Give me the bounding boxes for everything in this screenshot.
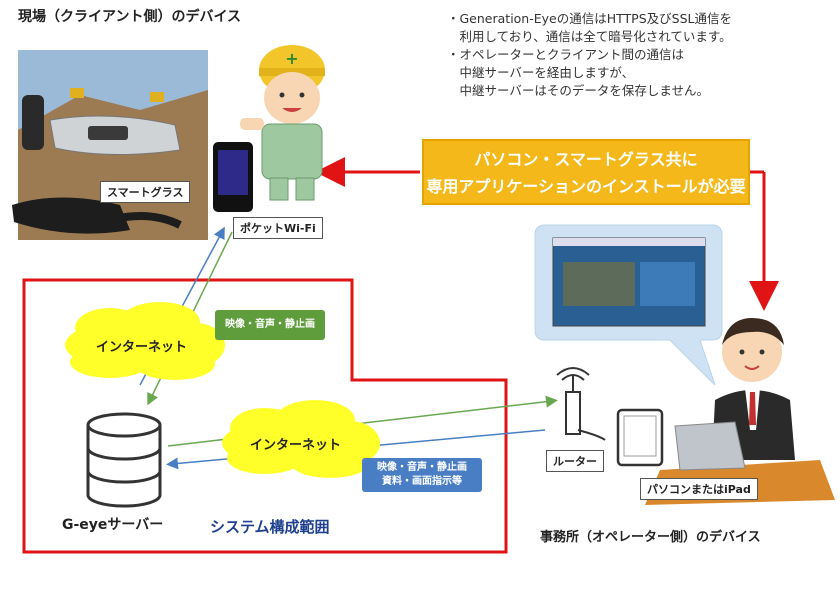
- operator-illustration: [645, 318, 835, 505]
- pc-ipad-label: パソコンまたはiPad: [640, 478, 758, 500]
- smartglass-label: スマートグラス: [100, 181, 191, 203]
- svg-text:+: +: [285, 49, 298, 68]
- server-label: G-eyeサーバー: [62, 517, 164, 533]
- note-line: 中継サーバーを経由しますが、: [447, 65, 635, 80]
- system-scope-label: システム構成範囲: [210, 518, 330, 536]
- install-banner-line1: パソコン・スマートグラス共に: [474, 150, 698, 169]
- note-line: 利用しており、通信は全て暗号化されています。: [447, 29, 732, 44]
- note-line: ・オペレーターとクライアント間の通信は: [447, 47, 685, 62]
- tablet-device: [616, 408, 664, 467]
- system-scope-outline: [22, 278, 508, 554]
- media-blue-line1: 映像・音声・静止画: [377, 462, 467, 473]
- worker-illustration: +: [240, 45, 325, 201]
- database-server-icon: [86, 412, 162, 508]
- media-green-box: 映像・音声・静止画: [215, 310, 325, 340]
- internet-cloud-mid: [222, 400, 380, 478]
- install-banner-line2: 専用アプリケーションのインストールが必要: [426, 177, 746, 196]
- smartglass-photo: [12, 50, 208, 240]
- office-devices-title: 事務所（オペレーター側）のデバイス: [540, 530, 761, 545]
- internet-top-label: インターネット: [96, 340, 188, 355]
- security-notes: ・Generation-Eyeの通信はHTTPS及びSSL通信を 利用しており、…: [447, 10, 732, 100]
- note-line: ・Generation-Eyeの通信はHTTPS及びSSL通信を: [447, 11, 732, 26]
- field-devices-title: 現場（クライアント側）のデバイス: [18, 9, 242, 25]
- install-required-banner: パソコン・スマートグラス共に 専用アプリケーションのインストールが必要: [422, 139, 750, 205]
- speech-bubble-monitor: [534, 224, 723, 386]
- note-line: 中継サーバーはそのデータを保存しません。: [447, 83, 710, 98]
- router-device: [556, 367, 606, 441]
- internet-mid-label: インターネット: [250, 438, 342, 453]
- pocket-wifi-device: [213, 142, 253, 212]
- router-label: ルーター: [546, 450, 604, 472]
- internet-cloud-top: [65, 302, 225, 380]
- media-blue-box: 映像・音声・静止画 資料・画面指示等: [362, 458, 482, 492]
- pocket-wifi-label: ポケットWi-Fi: [233, 217, 323, 239]
- media-blue-line2: 資料・画面指示等: [382, 476, 462, 487]
